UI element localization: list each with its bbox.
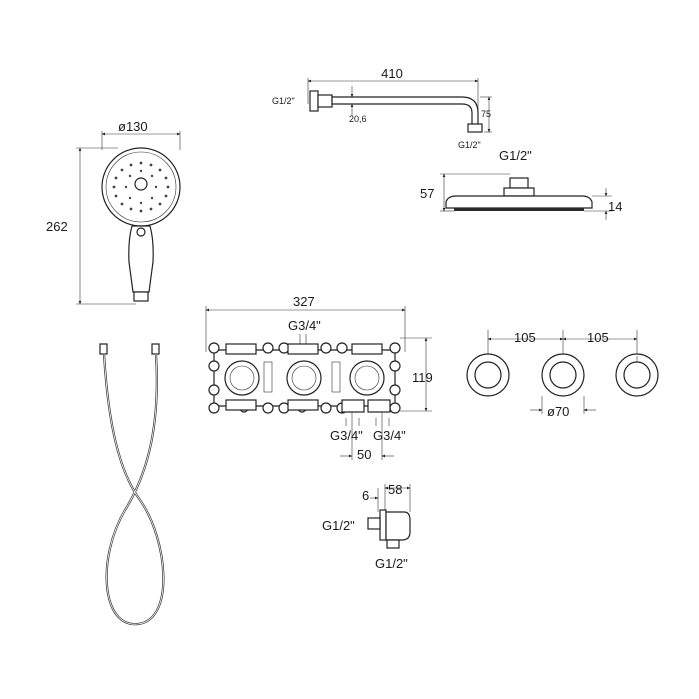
outlet-holder <box>385 511 411 541</box>
flexible-hose <box>99 343 165 626</box>
escutcheon-diameter-label: ø70 <box>547 404 569 419</box>
arm-length-label: 410 <box>381 66 403 81</box>
outlet-thread <box>367 517 381 530</box>
outlet-wall-plate <box>379 509 387 541</box>
arm-diameter-label: 20,6 <box>349 114 367 124</box>
arm-thread <box>317 94 333 108</box>
hand-shower-connector <box>133 291 149 302</box>
hand-center-button <box>134 177 148 191</box>
hose-line <box>102 353 165 626</box>
arm-wall-flange <box>309 90 319 112</box>
hand-shower: ø130 262 <box>46 119 181 305</box>
arm-outlet-thread-label: G1/2" <box>458 140 481 150</box>
hand-length-label: 262 <box>46 219 68 234</box>
body-bottom-thread-right-label: G3/4" <box>373 428 406 443</box>
hand-diameter-label: ø130 <box>118 119 148 134</box>
body-top-thread-label: G3/4" <box>288 318 321 333</box>
hand-mode-button <box>136 227 146 237</box>
head-connector-nut <box>509 177 529 189</box>
outlet-depth-label: 6 <box>362 488 369 503</box>
body-width-label: 327 <box>293 294 315 309</box>
outlet-spout <box>386 539 400 549</box>
escutcheon-spacing-right-label: 105 <box>587 330 609 345</box>
thermostat-body: 327 G3/4" 119 <box>205 294 433 462</box>
arm-drop-label: 75 <box>481 109 491 119</box>
body-valve-housings <box>225 343 391 413</box>
head-nozzle-face <box>454 208 584 211</box>
escutcheon-spacing-left-label: 105 <box>514 330 536 345</box>
outlet-outlet-thread-label: G1/2" <box>375 556 408 571</box>
outlet-inlet-thread-label: G1/2" <box>322 518 355 533</box>
arm-thread-label: G1/2" <box>272 96 295 106</box>
head-connector-neck <box>503 187 535 197</box>
outlet-width-label: 58 <box>388 482 402 497</box>
arm-outlet-nut <box>467 123 483 133</box>
wall-outlet: 58 6 G1/2" G1/2" <box>322 482 411 571</box>
head-shower: G1/2" 57 14 <box>420 148 622 220</box>
head-thickness-label: 14 <box>608 199 622 214</box>
body-spacing-label: 50 <box>357 447 371 462</box>
hand-shower-handle <box>128 225 154 293</box>
shower-arm: 410 G1/2" 20,6 75 G1/2" <box>272 66 492 150</box>
body-height-label: 119 <box>412 370 433 385</box>
body-bottom-thread-left-label: G3/4" <box>330 428 363 443</box>
head-height-label: 57 <box>420 186 434 201</box>
escutcheons: 105 105 ø70 <box>466 330 659 419</box>
head-plate <box>445 195 593 209</box>
hand-spray-nozzles <box>112 161 170 213</box>
head-thread-label: G1/2" <box>499 148 532 163</box>
